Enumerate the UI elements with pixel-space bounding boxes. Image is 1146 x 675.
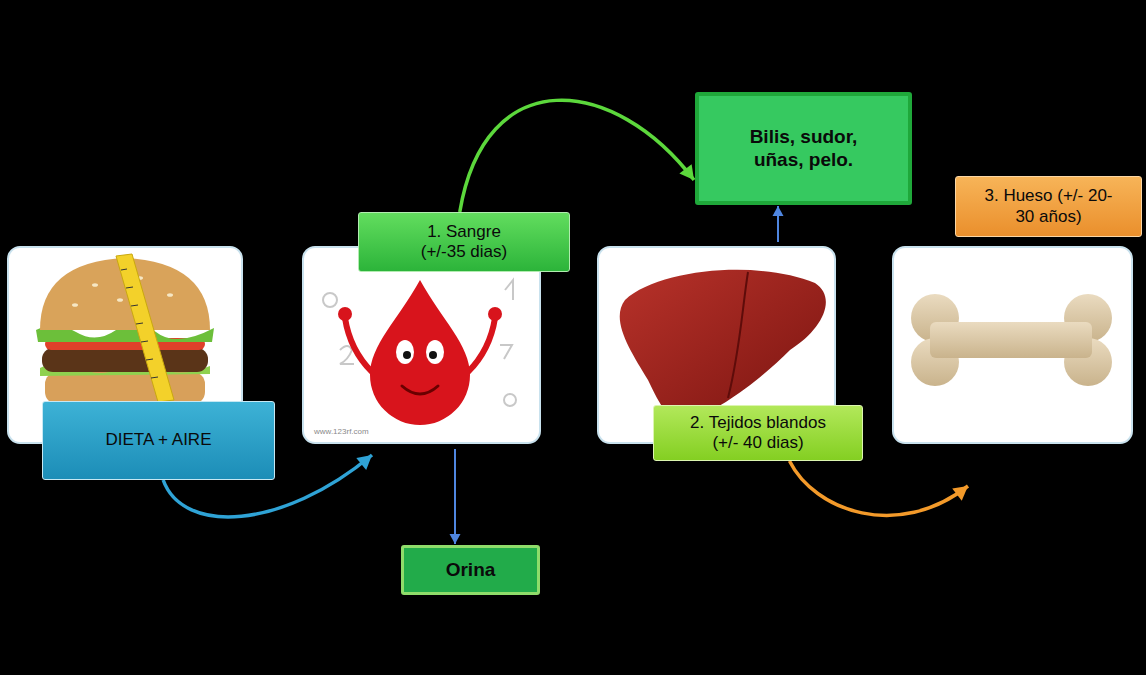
- source-box: DIETA + AIRE: [42, 401, 275, 480]
- stage-box: 2. Tejidos blandos (+/- 40 dias): [653, 405, 863, 461]
- node-label: 3. Hueso (+/- 20-30 años): [979, 186, 1119, 227]
- arrow-line: [454, 449, 456, 544]
- node-label: DIETA + AIRE: [59, 430, 259, 450]
- node-label: 2. Tejidos blandos (+/- 40 dias): [683, 413, 833, 454]
- node-label: Bilis, sudor, uñas, pelo.: [739, 126, 869, 172]
- arrow-line: [790, 461, 969, 515]
- arrow-head: [450, 534, 461, 544]
- picture-panel: [893, 247, 1132, 443]
- excretion-box: Orina: [401, 545, 540, 595]
- flow-arrow: [773, 206, 784, 242]
- flow-arrow: [460, 100, 694, 212]
- stage-box: 1. Sangre (+/-35 dias): [358, 212, 570, 272]
- node-label: Orina: [416, 559, 526, 582]
- arrow-head: [952, 486, 968, 501]
- arrow-head: [679, 164, 694, 180]
- node-label: 1. Sangre (+/-35 dias): [419, 222, 509, 263]
- stage-box: 3. Hueso (+/- 20-30 años): [955, 176, 1142, 237]
- bone-picture: [911, 294, 1112, 386]
- arrow-head: [356, 455, 372, 470]
- blood-drop-picture: [323, 280, 516, 425]
- flow-arrow: [790, 461, 969, 515]
- picture-panel: [303, 247, 540, 443]
- excretion-box: Bilis, sudor, uñas, pelo.: [695, 92, 912, 205]
- burger-picture: [36, 254, 214, 404]
- arrow-head: [773, 206, 784, 216]
- liver-picture: [620, 270, 826, 421]
- arrow-line: [460, 100, 694, 212]
- flow-arrow: [450, 449, 461, 544]
- watermark: www.123rf.com: [314, 427, 369, 436]
